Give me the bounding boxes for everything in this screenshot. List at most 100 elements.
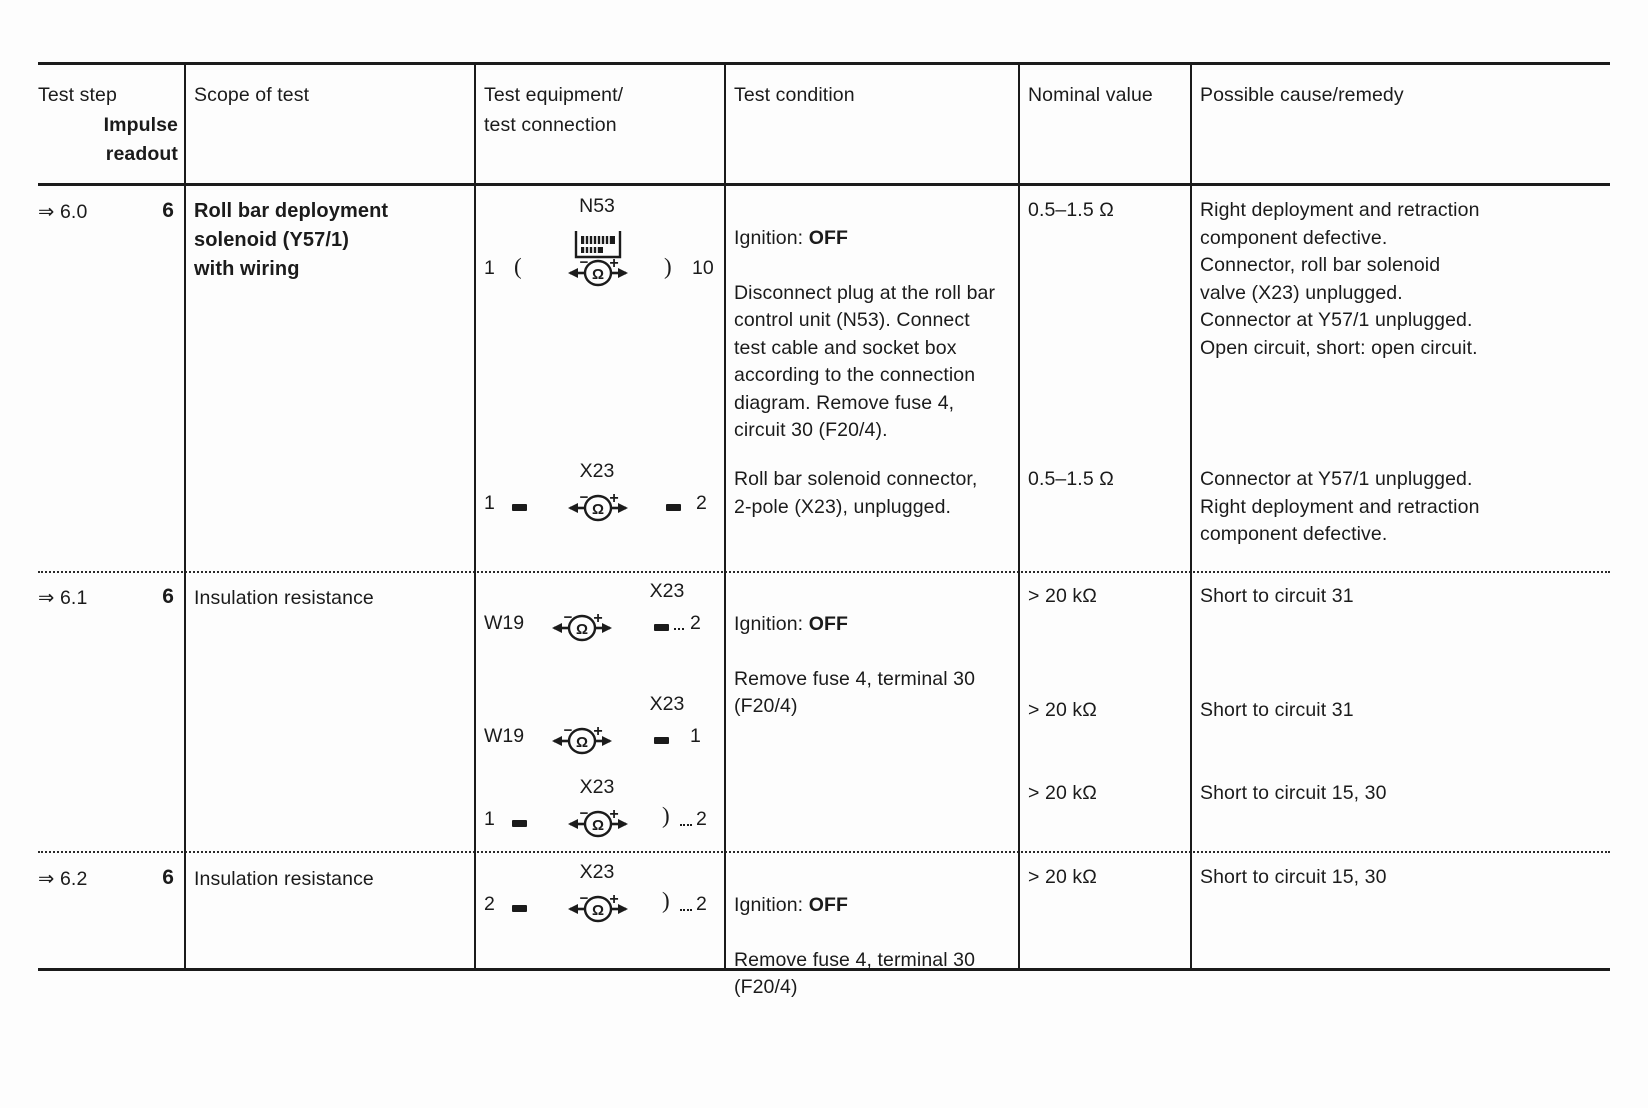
connector-bracket-close: ) <box>662 803 670 828</box>
test-condition-6-0-b: Roll bar solenoid connector, 2-pole (X23… <box>734 468 978 518</box>
connector-dash <box>674 628 684 630</box>
ohmmeter-icon: Ω − + <box>568 891 628 923</box>
condition-body: Remove fuse 4, terminal 30 (F20/4) <box>734 948 976 999</box>
nominal-value-6-1-b: > 20 kΩ <box>1028 699 1097 721</box>
ignition-state: OFF <box>808 226 849 249</box>
diagram-right-terminal: 2 <box>690 612 701 634</box>
diagram-left-terminal: W19 <box>484 612 525 634</box>
possible-cause-6-2: Short to circuit 15, 30 <box>1200 866 1387 888</box>
test-condition-6-0-a: Ignition: OFF Disconnect plug at the rol… <box>734 197 1014 472</box>
possible-cause-6-1-a: Short to circuit 31 <box>1200 585 1354 607</box>
socket-box-icon <box>574 231 622 259</box>
col-rule-equipment <box>724 62 726 971</box>
ohmmeter-icon: Ω − + <box>568 490 628 522</box>
svg-text:Ω: Ω <box>592 501 604 518</box>
nominal-value-6-2: > 20 kΩ <box>1028 866 1097 888</box>
test-connection-diagram-w19-x23-2: X23 Ω − + W19 2 <box>484 580 720 652</box>
test-connection-diagram-x23-1-2: X23 Ω − + 1 ) 2 <box>484 776 720 848</box>
possible-cause-6-0-b: Connector at Y57/1 unplugged. Right depl… <box>1200 468 1480 545</box>
test-connection-diagram-w19-x23-1: X23 Ω − + W19 1 <box>484 693 720 765</box>
ignition-label: Ignition: <box>734 893 809 916</box>
possible-cause-6-0-a: Right deployment and retraction componen… <box>1200 199 1480 359</box>
plug-contact-icon <box>512 504 527 511</box>
svg-text:−: − <box>580 490 589 506</box>
possible-cause-6-1-c: Short to circuit 15, 30 <box>1200 782 1387 804</box>
diagram-left-terminal: 2 <box>484 893 495 915</box>
nominal-value-6-1-a: > 20 kΩ <box>1028 585 1097 607</box>
plug-contact-icon <box>512 820 527 827</box>
svg-text:−: − <box>580 806 589 822</box>
plug-contact-icon <box>654 737 669 744</box>
col-rule-nominal <box>1190 62 1192 971</box>
ignition-state: OFF <box>808 893 849 916</box>
ignition-line: Ignition: OFF <box>734 225 1014 253</box>
test-connection-diagram-x23-2-2: X23 Ω − + 2 ) 2 <box>484 862 720 933</box>
impulse-readout-6-2: 6 <box>162 866 174 889</box>
ignition-label: Ignition: <box>734 612 809 635</box>
diagram-right-terminal: 2 <box>696 893 707 915</box>
svg-text:Ω: Ω <box>592 902 604 919</box>
diagram-left-terminal: 1 <box>484 257 495 279</box>
header-test-equipment: Test equipment/ <box>484 84 624 106</box>
test-condition-6-2: Ignition: OFF Remove fuse 4, terminal 30… <box>734 864 1014 1029</box>
diagram-left-terminal: 1 <box>484 808 495 830</box>
ohmmeter-icon: Ω − + <box>568 255 628 287</box>
scope-of-test-6-1: Insulation resistance <box>194 587 374 609</box>
possible-cause-6-1-b: Short to circuit 31 <box>1200 699 1354 721</box>
header-impulse: Impulse <box>103 114 178 136</box>
diagram-right-terminal: 2 <box>696 808 707 830</box>
svg-text:+: + <box>609 891 618 908</box>
svg-text:−: − <box>580 255 589 271</box>
scope-of-test-6-0: Roll bar deployment solenoid (Y57/1) wit… <box>194 200 389 280</box>
header-nominal-value: Nominal value <box>1028 84 1153 106</box>
ignition-line: Ignition: OFF <box>734 611 1014 639</box>
diagram-right-terminal: 1 <box>690 725 701 747</box>
diagram-component-label: X23 <box>649 580 685 602</box>
col-rule-condition <box>1018 62 1020 971</box>
col-rule-scope <box>474 62 476 971</box>
ignition-label: Ignition: <box>734 226 809 249</box>
plug-contact-icon <box>654 624 669 631</box>
plug-contact-icon <box>666 504 681 511</box>
impulse-readout-6-1: 6 <box>162 585 174 608</box>
col-rule-test-step <box>184 62 186 971</box>
svg-text:+: + <box>593 723 602 740</box>
diagram-component-label: X23 <box>579 776 615 798</box>
svg-text:+: + <box>609 490 618 507</box>
diagram-right-terminal: 2 <box>696 492 707 514</box>
svg-text:+: + <box>609 255 618 272</box>
svg-text:Ω: Ω <box>576 734 588 751</box>
diagram-component-label: X23 <box>649 693 685 715</box>
header-test-condition: Test condition <box>734 84 855 106</box>
diagram-component-label: N53 <box>579 195 615 217</box>
svg-text:−: − <box>580 891 589 907</box>
header-readout: readout <box>105 143 178 165</box>
svg-text:+: + <box>609 806 618 823</box>
test-condition-6-1-a: Ignition: OFF Remove fuse 4, terminal 30… <box>734 583 1014 748</box>
diagram-component-label: X23 <box>579 460 615 482</box>
nominal-value-6-0-b: 0.5–1.5 Ω <box>1028 468 1114 490</box>
table-bottom-border <box>38 968 1610 971</box>
table-top-border <box>38 62 1610 65</box>
diagram-right-terminal: 10 <box>692 257 714 279</box>
ohmmeter-icon: Ω − + <box>552 610 612 642</box>
condition-body: Remove fuse 4, terminal 30 (F20/4) <box>734 667 976 718</box>
connector-dash <box>680 909 692 911</box>
svg-text:−: − <box>564 610 573 626</box>
condition-body: Disconnect plug at the roll bar control … <box>734 281 996 442</box>
step-arrow-6-0: ⇒ 6.0 <box>38 201 88 223</box>
header-bottom-border <box>38 183 1610 186</box>
ignition-line: Ignition: OFF <box>734 892 1014 920</box>
impulse-readout-6-0: 6 <box>162 199 174 222</box>
test-connection-diagram-x23-a: X23 Ω − + 1 2 <box>484 460 720 532</box>
connector-bracket-close: ) <box>664 254 672 279</box>
step-arrow-6-1: ⇒ 6.1 <box>38 587 88 609</box>
diagram-left-terminal: 1 <box>484 492 495 514</box>
header-test-connection: test connection <box>484 114 617 136</box>
diagram-left-terminal: W19 <box>484 725 525 747</box>
header-test-step: Test step <box>38 84 117 106</box>
scope-of-test-6-2: Insulation resistance <box>194 868 374 890</box>
row-separator-6-2 <box>38 851 1610 853</box>
connector-bracket-open: ( <box>514 254 522 279</box>
